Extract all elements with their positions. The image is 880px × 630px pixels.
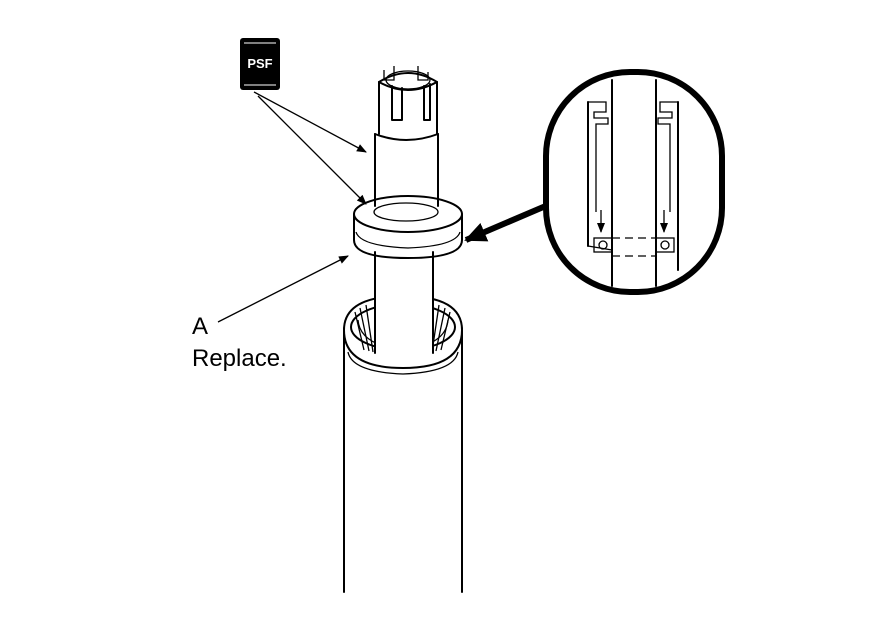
callout-a: A Replace. — [192, 255, 349, 372]
detail-pointer-arrow — [464, 202, 550, 243]
inner-tube-lower — [374, 251, 434, 354]
psf-badge-label: PSF — [247, 56, 272, 71]
oil-seal-a — [353, 195, 463, 259]
psf-grease-badge: PSF — [240, 38, 280, 90]
callout-note: Replace. — [192, 345, 287, 372]
detail-inset — [543, 69, 725, 295]
inner-tube-upper — [374, 66, 439, 207]
callout-letter: A — [192, 313, 208, 340]
psf-leader-lines — [253, 91, 367, 205]
